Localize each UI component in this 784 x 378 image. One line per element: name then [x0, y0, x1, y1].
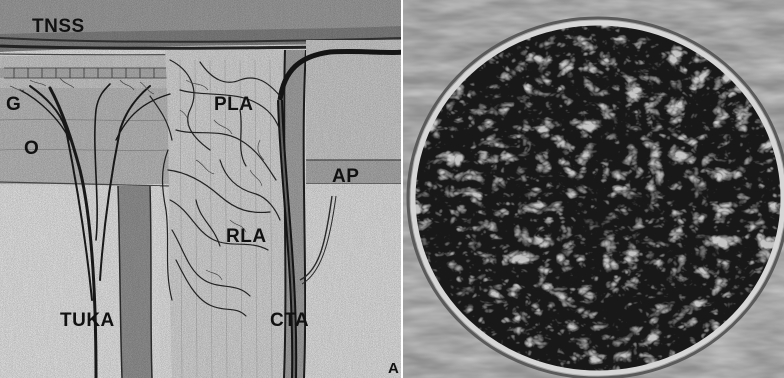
panel-b-micrograph	[403, 0, 784, 378]
label-o: O	[24, 138, 39, 160]
label-g: G	[6, 94, 21, 116]
label-tnss: TNSS	[32, 16, 85, 38]
label-tuka: TUKA	[60, 310, 115, 332]
label-pla: PLA	[214, 94, 254, 116]
panel-letter-a: A	[388, 360, 399, 377]
label-ap: AP	[332, 166, 359, 188]
label-rla: RLA	[226, 226, 267, 248]
label-cta: CTA	[270, 310, 309, 332]
